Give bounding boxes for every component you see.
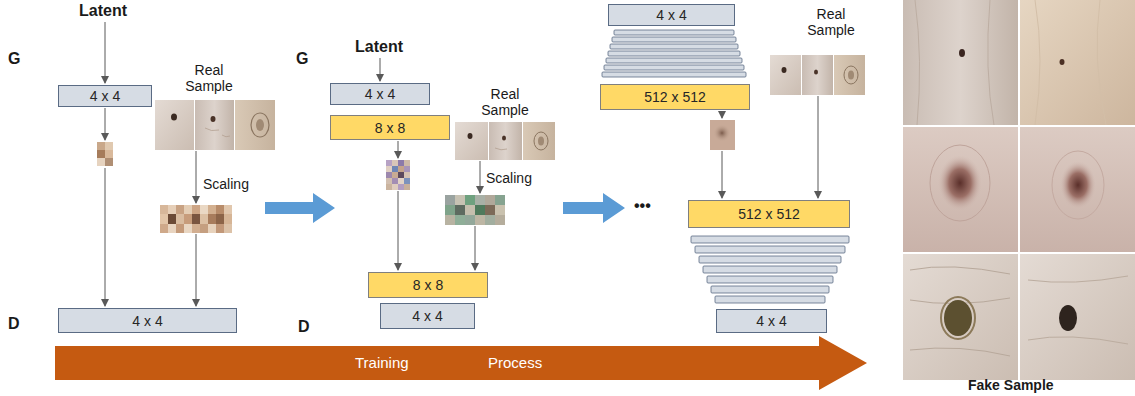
box-label: 4 x 4 bbox=[412, 308, 442, 324]
text-label: Real Sample bbox=[178, 62, 240, 94]
arrow-label: Training bbox=[355, 354, 409, 372]
scaled-real-samples bbox=[445, 195, 505, 225]
layer-box: 4 x 4 bbox=[58, 308, 237, 333]
text-label: G bbox=[8, 50, 20, 68]
arrow-label: Process bbox=[488, 354, 542, 372]
discriminator-layers bbox=[691, 236, 849, 303]
text-label: Real Sample bbox=[800, 6, 862, 38]
generated-image bbox=[386, 160, 410, 190]
arrow-shape bbox=[55, 336, 867, 390]
text-label: Latent bbox=[355, 38, 403, 56]
new-layer-box: 512 x 512 bbox=[688, 200, 850, 228]
generated-image bbox=[710, 120, 735, 150]
text-label: Fake Sample bbox=[968, 377, 1054, 393]
real-sample-photos bbox=[770, 55, 865, 95]
new-layer-box: 512 x 512 bbox=[600, 84, 750, 110]
text-label: G bbox=[296, 50, 308, 68]
box-label: 4 x 4 bbox=[90, 88, 120, 104]
stage-arrow bbox=[563, 193, 625, 223]
box-label: 4 x 4 bbox=[365, 86, 395, 102]
box-label: 512 x 512 bbox=[738, 206, 800, 222]
box-label: 4 x 4 bbox=[756, 313, 786, 329]
generator-layers bbox=[602, 30, 746, 77]
box-label: 4 x 4 bbox=[656, 7, 686, 23]
layer-box: 4 x 4 bbox=[330, 83, 430, 105]
text-label: ••• bbox=[634, 197, 651, 215]
layer-box: 4 x 4 bbox=[608, 4, 735, 26]
text-label: Scaling bbox=[486, 170, 532, 186]
box-label: 4 x 4 bbox=[132, 313, 162, 329]
text-label: D bbox=[8, 315, 20, 333]
scaled-real-samples bbox=[160, 205, 232, 233]
fake-sample-grid bbox=[903, 0, 1135, 380]
real-sample-photos bbox=[455, 122, 555, 160]
real-sample-photos bbox=[155, 100, 275, 150]
new-layer-box: 8 x 8 bbox=[330, 115, 450, 140]
layer-box: 4 x 4 bbox=[716, 309, 827, 333]
stage-arrow bbox=[265, 193, 335, 223]
generated-image bbox=[97, 142, 113, 166]
training-arrow: Training Process bbox=[55, 336, 867, 390]
text-label: Scaling bbox=[203, 176, 249, 192]
layer-box: 4 x 4 bbox=[380, 303, 475, 329]
box-label: 8 x 8 bbox=[375, 120, 405, 136]
text-label: D bbox=[298, 318, 310, 336]
layer-box: 4 x 4 bbox=[58, 85, 152, 107]
arrow-body bbox=[55, 336, 867, 390]
box-label: 512 x 512 bbox=[644, 89, 706, 105]
new-layer-box: 8 x 8 bbox=[368, 272, 488, 298]
text-label: Latent bbox=[79, 2, 127, 20]
text-label: Real Sample bbox=[474, 86, 536, 118]
box-label: 8 x 8 bbox=[413, 277, 443, 293]
